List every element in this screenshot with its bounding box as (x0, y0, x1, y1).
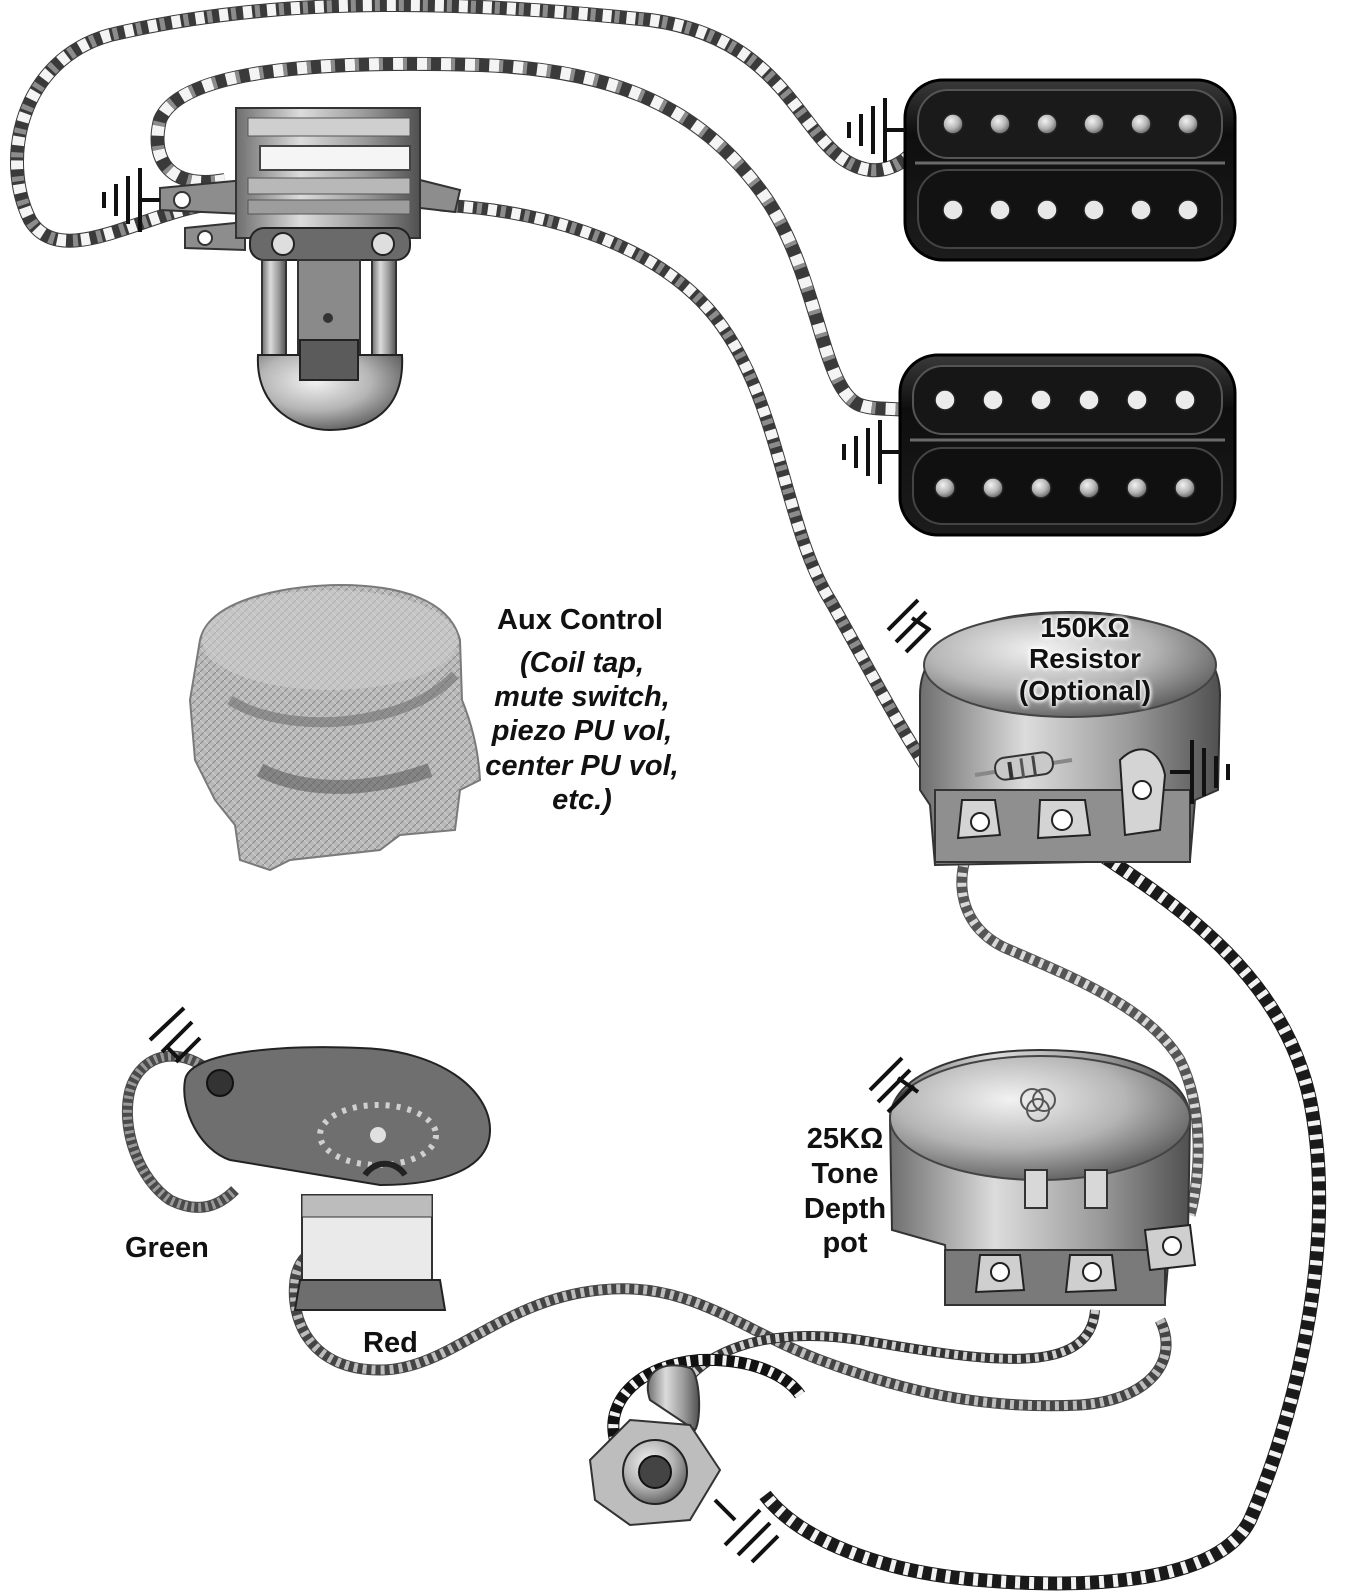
pot-lugs (956, 748, 1167, 840)
aux-control-description: (Coil tap, mute switch, piezo PU vol, ce… (452, 646, 712, 817)
ground-symbol-volume-pot-side (1170, 740, 1230, 804)
wire-switch-to-neck-pickup (10, 0, 915, 248)
three-way-toggle-switch (102, 107, 462, 432)
wire-tone-pot-to-capacitor (288, 1239, 1172, 1412)
tone-label-line: Depth (803, 1192, 887, 1225)
aux-desc-line: mute switch, (494, 681, 670, 714)
neck-humbucker-pickup (847, 78, 1237, 262)
wire-jack-hot (607, 1353, 805, 1442)
pole-pieces-bottom (942, 199, 1199, 221)
aux-desc-line: center PU vol, (485, 749, 679, 782)
wires (10, 0, 1327, 1591)
ground-symbol-switch (102, 168, 160, 232)
wire-volume-to-tone-pot (956, 832, 1204, 1217)
ground-symbol-jack (713, 1498, 780, 1564)
ground-symbol-neck-pickup (847, 98, 905, 162)
ground-symbol-capacitor (148, 1006, 202, 1064)
ground-symbol-bridge-pickup (842, 420, 900, 484)
aux-control-pot (188, 583, 482, 872)
aux-control-label: Aux Control (497, 604, 663, 636)
tone-label-line: pot (822, 1227, 868, 1260)
tone-label-line: Tone (811, 1157, 879, 1190)
green-wire-label: Green (125, 1232, 209, 1264)
tone-pot-label: 25KΩ Tone Depth pot (790, 1122, 900, 1261)
pot-lugs (974, 1223, 1197, 1294)
aux-desc-line: (Coil tap, (519, 647, 645, 679)
tone-depth-pot (868, 1048, 1197, 1307)
output-jack (588, 1364, 780, 1564)
resistor (974, 751, 1073, 781)
resistor-label: 150KΩ Resistor (Optional) (985, 612, 1185, 706)
wire-capacitor-green (121, 1050, 239, 1213)
pole-pieces-bottom (934, 477, 1196, 499)
ground-symbol-volume-pot-top (886, 598, 932, 654)
tone-label-line: 25KΩ (806, 1123, 884, 1155)
resistor-label-line: Resistor (1028, 643, 1142, 675)
ground-symbol-tone-pot (868, 1056, 920, 1114)
red-wire-label: Red (363, 1327, 418, 1359)
bridge-humbucker-pickup (842, 353, 1237, 537)
resistor-label-line: 150KΩ (1040, 612, 1130, 643)
volume-pot-with-resistor (886, 598, 1230, 867)
capacitor-component (148, 1006, 492, 1311)
pot-logo-icon (1020, 1088, 1056, 1122)
pole-pieces-top (934, 389, 1196, 411)
resistor-label-line: (Optional) (1018, 674, 1152, 706)
wire-switch-to-bridge-pickup (150, 56, 906, 417)
wire-volume-to-output-jack (759, 834, 1327, 1591)
aux-desc-line: piezo PU vol, (491, 715, 673, 748)
aux-desc-line: etc.) (552, 783, 612, 816)
pole-pieces-top (942, 113, 1199, 135)
